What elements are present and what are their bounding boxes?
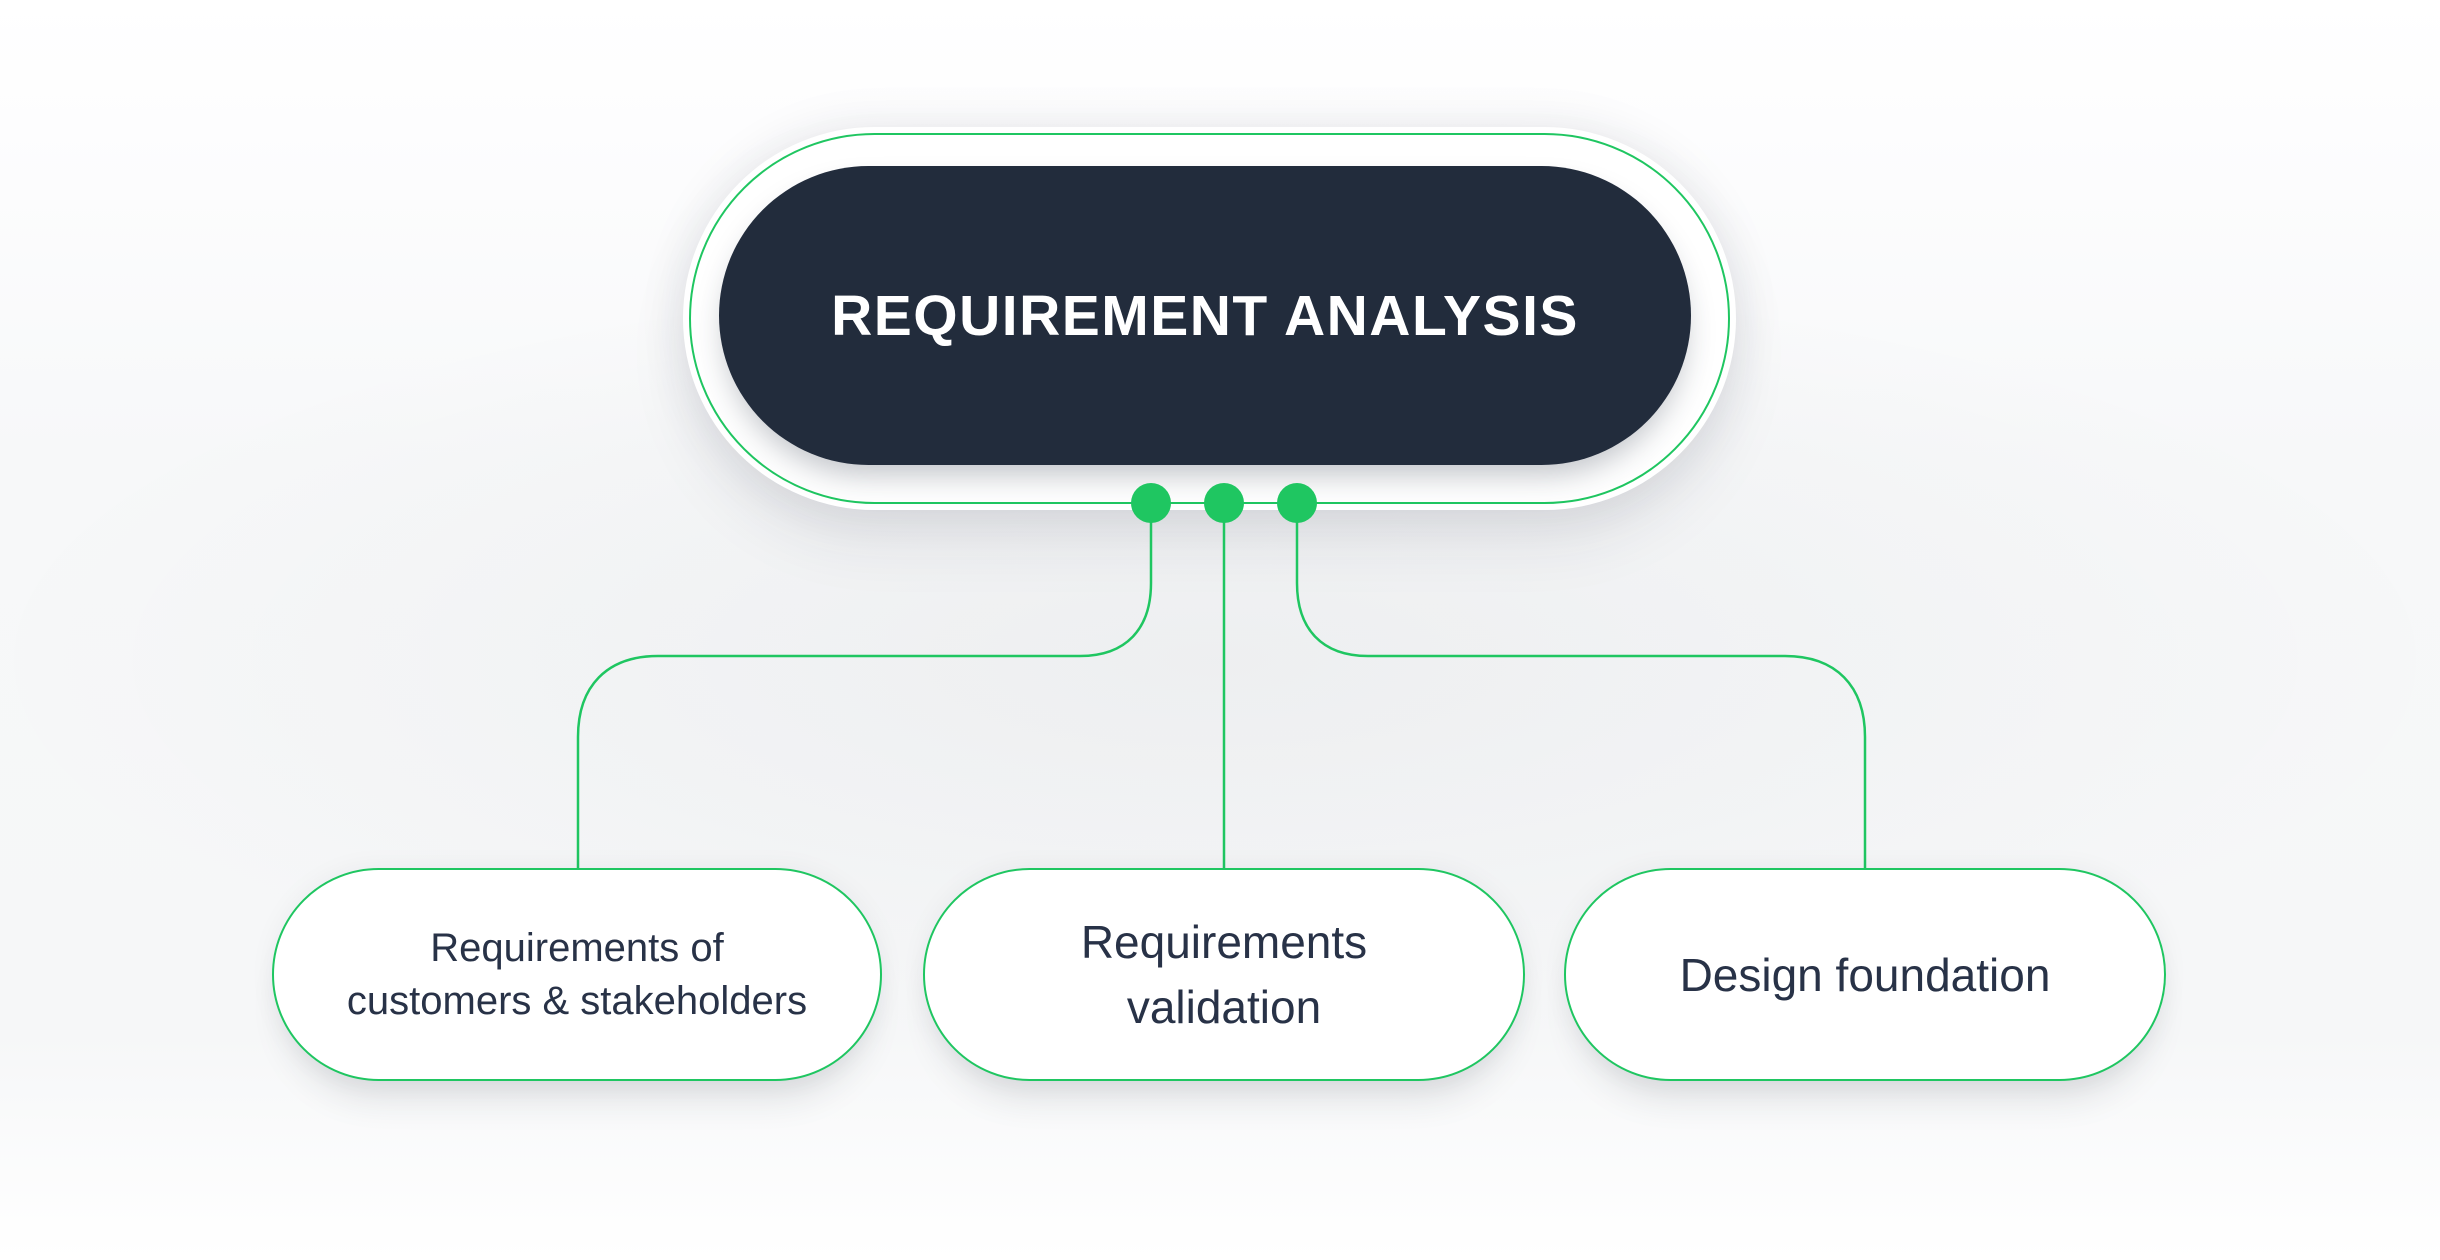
child-node-customers-stakeholders: Requirements of customers & stakeholders (272, 868, 882, 1081)
root-node-card: REQUIREMENT ANALYSIS (683, 127, 1736, 510)
child-node-design-foundation: Design foundation (1564, 868, 2166, 1081)
child-node-label: Requirements validation (1080, 915, 1368, 1033)
root-node-pill: REQUIREMENT ANALYSIS (719, 166, 1691, 465)
child-node-label: Requirements of customers & stakeholders (346, 925, 808, 1023)
child-node-label: Design foundation (1679, 948, 2051, 1001)
connector-line-left (576, 502, 1153, 871)
connector-line-right (1295, 502, 1867, 871)
root-node-label: REQUIREMENT ANALYSIS (831, 283, 1579, 348)
child-node-requirements-validation: Requirements validation (923, 868, 1525, 1081)
